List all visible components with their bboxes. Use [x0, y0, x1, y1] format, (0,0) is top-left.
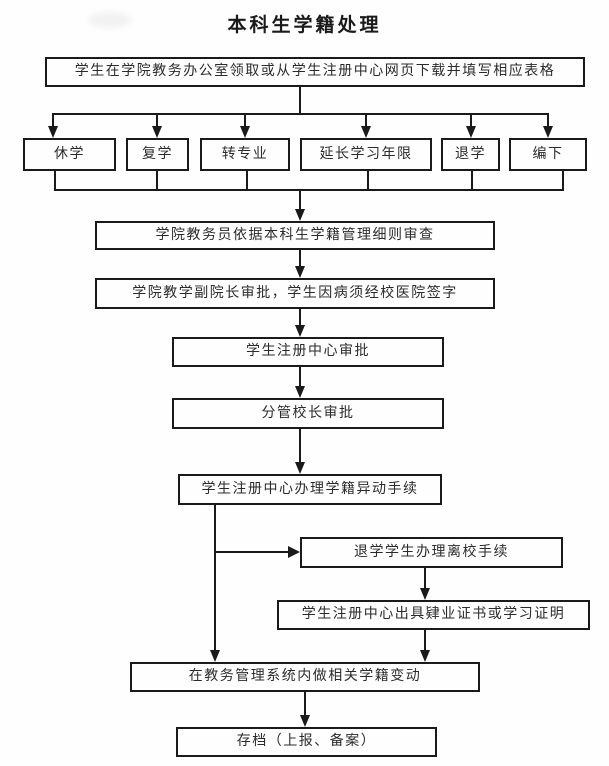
- flow-line: [156, 113, 158, 127]
- flow-line: [299, 427, 301, 463]
- arrowhead-down: [295, 386, 305, 398]
- arrowhead-down: [300, 715, 310, 727]
- arrowhead-down: [48, 126, 58, 138]
- node-registrar-review: 学院教务员依据本科生学籍管理细则审查: [95, 221, 495, 250]
- node-system-update: 在教务管理系统内做相关学籍变动: [130, 662, 480, 692]
- node-change-major: 转专业: [200, 138, 290, 171]
- flow-line: [246, 170, 248, 191]
- arrowhead-down: [543, 126, 553, 138]
- arrowhead-down: [295, 325, 305, 337]
- node-resumption: 复学: [126, 138, 189, 171]
- flow-line: [365, 113, 367, 127]
- flow-line: [299, 85, 301, 115]
- flow-line: [54, 170, 56, 191]
- node-registration-center-approval: 学生注册中心审批: [172, 337, 444, 367]
- arrowhead-down: [295, 266, 305, 278]
- flow-line: [562, 170, 564, 191]
- flow-line: [470, 113, 472, 127]
- flow-line: [424, 628, 426, 651]
- scan-smudge: [88, 12, 132, 28]
- flow-line: [304, 690, 306, 717]
- flow-line: [244, 113, 246, 127]
- arrowhead-down: [210, 650, 220, 662]
- arrowhead-down: [420, 588, 430, 600]
- node-withdrawal: 退学: [441, 138, 500, 171]
- flow-line: [367, 170, 369, 191]
- flow-line: [214, 551, 289, 553]
- node-withdrawal-leave-procedure: 退学学生办理离校手续: [300, 537, 563, 568]
- arrowhead-down: [361, 126, 371, 138]
- arrowhead-down: [295, 462, 305, 474]
- node-vice-president-approval: 分管校长审批: [172, 398, 444, 429]
- flow-line: [471, 170, 473, 191]
- node-suspension: 休学: [23, 138, 116, 171]
- arrowhead-down: [152, 126, 162, 138]
- flow-line: [299, 365, 301, 387]
- node-transfer-lower-grade: 编下: [509, 138, 587, 171]
- flow-line: [156, 170, 158, 191]
- arrowhead-right: [288, 546, 300, 558]
- flow-line: [214, 503, 216, 651]
- flow-line: [299, 189, 301, 210]
- node-vice-dean-approval: 学院教学副院长审批，学生因病须经校医院签字: [95, 278, 495, 309]
- arrowhead-down: [466, 126, 476, 138]
- node-issue-certificate: 学生注册中心出具肄业证书或学习证明: [277, 600, 590, 630]
- arrowhead-down: [240, 126, 250, 138]
- flow-line: [299, 307, 301, 326]
- flow-line: [54, 189, 564, 191]
- node-archive: 存档（上报、备案）: [176, 727, 437, 757]
- arrowhead-down: [295, 209, 305, 221]
- flow-line: [52, 113, 54, 127]
- flow-line: [299, 248, 301, 268]
- node-status-change-procedure: 学生注册中心办理学籍异动手续: [178, 474, 442, 505]
- arrowhead-down: [420, 650, 430, 662]
- flow-line: [424, 566, 426, 590]
- node-get-forms: 学生在学院教务办公室领取或从学生注册中心网页下载并填写相应表格: [45, 57, 585, 87]
- flow-line: [547, 113, 549, 127]
- flow-line: [53, 113, 549, 115]
- node-extend-study: 延长学习年限: [300, 138, 432, 171]
- page-title: 本科生学籍处理: [227, 15, 382, 36]
